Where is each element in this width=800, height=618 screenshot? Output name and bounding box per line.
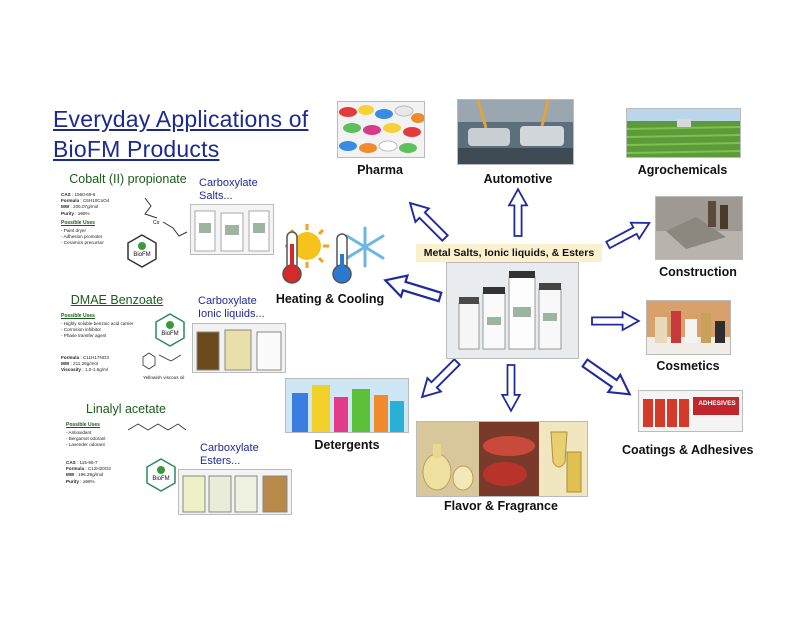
carboxylate-salts-image <box>190 204 274 255</box>
biofm-logo-icon: BioFM <box>153 313 187 347</box>
card-cobalt-specs: CAS : 1560-69-6 Formula : C6H10CoO4 MW :… <box>61 192 110 216</box>
label-automotive: Automotive <box>483 172 553 186</box>
label-heating: Heating & Cooling <box>275 292 385 306</box>
card-cobalt-title: Cobalt (II) propionate <box>69 172 187 186</box>
arrow-detergents <box>414 354 465 405</box>
carboxylate-ionic-image <box>192 323 286 373</box>
automotive-image <box>457 99 574 165</box>
label-construction: Construction <box>659 265 737 279</box>
arrow-pharma <box>402 195 453 246</box>
card-linalyl-title: Linalyl acetate <box>86 402 166 416</box>
carboxylate-esters-image <box>178 469 292 515</box>
cosmetics-image <box>646 300 731 355</box>
biofm-logo-icon: BioFM <box>144 458 178 492</box>
card-linalyl-specs: CAS : 115-95-7 Formula : C12H20O2 MW : 1… <box>66 460 111 484</box>
biofm-logo-icon: BioFM <box>125 234 159 268</box>
arrow-construction <box>602 214 655 254</box>
flavor-image <box>416 421 588 497</box>
center-bottles-image <box>446 262 579 359</box>
label-coatings: Coatings & Adhesives <box>622 443 754 457</box>
detergents-image <box>285 378 409 433</box>
arrow-cosmetics <box>591 311 640 331</box>
arrow-coatings <box>577 353 637 404</box>
card-dmae-uses: - Highly soluble benzoic acid carrier - … <box>61 321 134 339</box>
adhesives-sign: ADHESIVES <box>698 400 736 407</box>
card-cobalt: Cobalt (II) propionate CAS : 1560-69-6 F… <box>59 172 189 274</box>
label-detergents: Detergents <box>314 438 380 452</box>
card-linalyl: Linalyl acetate Possible Uses - Antioxid… <box>64 402 190 494</box>
coatings-image: ADHESIVES <box>638 390 743 432</box>
card-linalyl-uses: - Antioxidant - Bergamot odorant - Laven… <box>66 430 106 448</box>
agrochemicals-image <box>626 108 741 158</box>
card-dmae-title: DMAE Benzoate <box>70 293 164 307</box>
title-line-2: BioFM Products <box>53 136 220 162</box>
linalyl-structure-icon <box>127 423 187 431</box>
label-flavor: Flavor & Fragrance <box>444 499 558 513</box>
card-cobalt-uses-title: Possible Uses <box>61 220 95 226</box>
label-pharma: Pharma <box>357 163 403 177</box>
cobalt-structure-icon: Co <box>144 197 188 237</box>
heating-cooling-image <box>273 222 389 288</box>
card-linalyl-uses-title: Possible Uses <box>66 422 100 428</box>
page-title: Everyday Applications of BioFM Products <box>53 104 333 164</box>
dmae-structure-icon <box>142 352 182 370</box>
pharma-image <box>337 101 425 158</box>
arrow-heating <box>380 268 445 309</box>
title-line-1: Everyday Applications of <box>53 106 309 132</box>
card-dmae-note: Yellowish viscous oil <box>143 375 185 380</box>
card-cobalt-uses: - Paint dryer - Adhesion promoter - Cera… <box>61 228 104 246</box>
center-label: Metal Salts, Ionic liquids, & Esters <box>416 244 602 262</box>
arrow-flavor <box>501 364 521 412</box>
label-agrochemicals: Agrochemicals <box>637 163 728 177</box>
svg-text:Co: Co <box>153 220 160 226</box>
card-dmae: DMAE Benzoate Possible Uses - Highly sol… <box>59 293 189 385</box>
card-dmae-uses-title: Possible Uses <box>61 313 95 319</box>
label-cosmetics: Cosmetics <box>656 359 720 373</box>
arrow-automotive <box>508 188 528 237</box>
card-dmae-specs: Formula : C11H17NO3 MW : 211.26g/mol Vis… <box>61 355 109 373</box>
construction-image <box>655 196 743 260</box>
